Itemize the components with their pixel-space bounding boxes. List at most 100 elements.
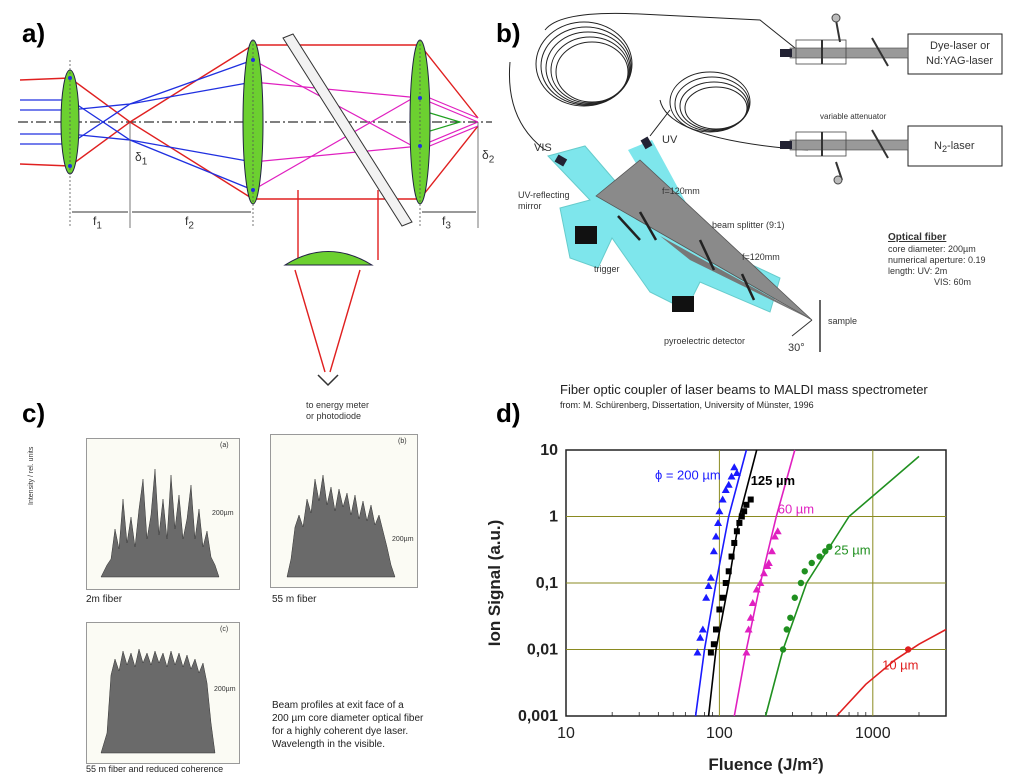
- data-point: [801, 568, 808, 575]
- a-delta2-label: δ2: [482, 148, 495, 166]
- data-point: [702, 593, 711, 601]
- profile-b-tag: (b): [398, 438, 407, 445]
- data-point: [791, 594, 798, 601]
- figure-caption-title: Fiber optic coupler of laser beams to MA…: [560, 382, 928, 397]
- data-point: [746, 613, 755, 621]
- data-point: [704, 582, 713, 590]
- profile-a-tag: (a): [220, 442, 229, 449]
- y-axis-title: Ion Signal (a.u.): [485, 520, 504, 647]
- profile-a-marker: 200µm: [212, 510, 234, 517]
- data-point: [716, 606, 723, 613]
- data-point: [715, 507, 724, 515]
- data-point: [770, 532, 779, 540]
- data-point: [743, 501, 750, 508]
- b-uv-mirror-1: UV-reflecting: [518, 190, 570, 200]
- profile-b-box: [270, 434, 418, 588]
- data-point: [756, 579, 765, 586]
- data-point: [730, 463, 739, 471]
- x-tick-label: 10: [557, 725, 575, 742]
- data-point: [718, 495, 727, 503]
- a-f2-label: f2: [185, 214, 194, 232]
- data-point: [725, 568, 732, 575]
- panel-a-diagram: [18, 33, 492, 387]
- panel-b-label: b): [496, 18, 521, 48]
- data-point: [736, 519, 743, 526]
- fit-curve-0: [694, 449, 748, 717]
- data-point: [759, 569, 768, 577]
- data-point: [731, 539, 738, 546]
- b-uv: UV: [662, 134, 678, 146]
- b-pyro: pyroelectric detector: [664, 336, 746, 346]
- data-point: [787, 614, 794, 621]
- b-laser-n2: N2-laser: [934, 140, 975, 155]
- series-label: 10 µm: [882, 658, 918, 673]
- data-point: [698, 625, 707, 633]
- b-uv-mirror-2: mirror: [518, 201, 542, 211]
- profile-a-caption: 2m fiber: [86, 594, 123, 605]
- b-angle: 30°: [788, 342, 805, 354]
- y-tick-label: 0,1: [536, 575, 558, 592]
- b-f-bottom: f=120mm: [742, 252, 780, 262]
- data-point: [721, 486, 730, 494]
- b-trigger: trigger: [594, 264, 620, 274]
- profile-ylabel: Intensity / rel. units: [28, 446, 35, 505]
- data-point: [764, 558, 773, 566]
- y-tick-label: 0,01: [527, 642, 558, 659]
- data-point: [904, 646, 912, 653]
- data-point: [783, 626, 790, 633]
- c-desc-3: for a highly coherent dye laser.: [272, 726, 409, 737]
- fit-curve-3: [764, 455, 920, 717]
- data-point: [719, 594, 726, 601]
- data-point: [710, 641, 717, 648]
- data-point: [722, 580, 729, 586]
- data-point: [714, 518, 723, 526]
- data-point: [752, 585, 761, 593]
- plot-area: [565, 449, 947, 717]
- data-point: [747, 496, 754, 503]
- series-label: 60 µm: [778, 502, 814, 517]
- series-label: 25 µm: [834, 542, 870, 557]
- data-point: [822, 548, 829, 555]
- fit-curve-1: [707, 449, 758, 717]
- c-desc-2: 200 µm core diameter optical fiber: [272, 713, 424, 724]
- data-point: [779, 646, 787, 653]
- data-point: [728, 553, 735, 560]
- profile-a-box: [86, 438, 240, 590]
- b-splitter: beam splitter (9:1): [712, 220, 785, 230]
- data-point: [738, 513, 745, 520]
- b-fiber-l3: length: UV: 2m: [888, 266, 948, 276]
- b-fiber-title: Optical fiber: [888, 232, 947, 243]
- profile-c-plot: [100, 648, 216, 754]
- y-tick-label: 1: [549, 509, 558, 526]
- data-point: [733, 528, 740, 535]
- panel-d-label: d): [496, 398, 521, 428]
- data-point: [712, 626, 719, 633]
- b-laser-dye-1: Dye-laser or: [930, 40, 990, 52]
- fit-curve-4: [835, 628, 947, 717]
- data-point: [724, 480, 733, 488]
- c-desc-4: Wavelength in the visible.: [272, 739, 386, 750]
- profile-c-box: [86, 622, 240, 764]
- data-point: [693, 648, 702, 656]
- a-f1-label: f1: [93, 214, 102, 232]
- profile-a-plot: [100, 468, 220, 578]
- data-point: [797, 579, 805, 587]
- b-laser-dye-2: Nd:YAG-laser: [926, 55, 994, 67]
- y-tick-label: 10: [540, 442, 558, 459]
- x-tick-label: 100: [706, 725, 733, 742]
- data-point: [826, 543, 833, 551]
- x-tick-label: 1000: [855, 725, 891, 742]
- data-point: [706, 573, 715, 581]
- a-f3-label: f3: [442, 214, 451, 232]
- data-point: [732, 469, 741, 477]
- b-fiber-l4: VIS: 60m: [934, 277, 972, 287]
- data-point: [742, 648, 751, 656]
- c-desc-1: Beam profiles at exit face of a: [272, 700, 404, 711]
- data-point: [773, 527, 782, 535]
- data-point: [707, 649, 714, 656]
- data-point: [709, 547, 718, 555]
- data-point: [696, 633, 705, 641]
- profile-b-plot: [286, 474, 396, 578]
- data-point: [808, 559, 815, 567]
- b-f-top: f=120mm: [662, 186, 700, 196]
